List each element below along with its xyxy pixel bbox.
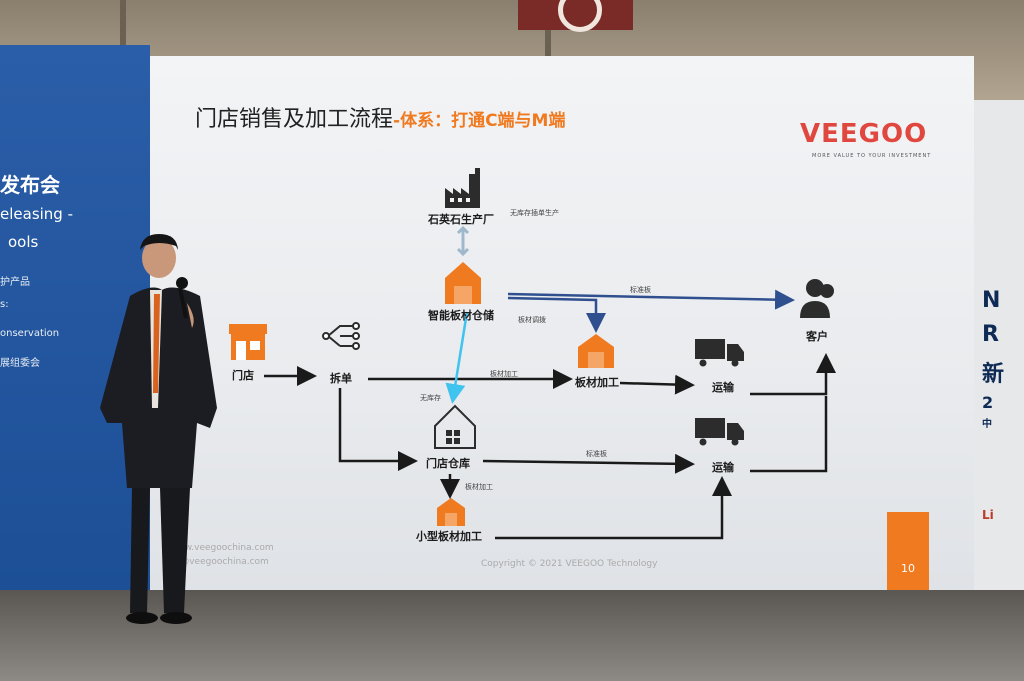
smart-storage-icon (445, 262, 481, 304)
edge-label-standard-board: 标准板 (586, 450, 607, 458)
edge-label-board-processing: 板材加工 (465, 483, 493, 491)
node-factory: 石英石生产厂 (428, 213, 494, 226)
small-processing-icon (437, 498, 465, 526)
right-side-screen: N R 新 2 中 Li (974, 100, 1024, 590)
right-screen-text: 新 (982, 362, 1005, 387)
presentation-slide: 门店销售及加工流程-体系：打通C端与M端 VEEGOO MORE VALUE T… (150, 56, 974, 590)
two-way-arrow-icon (456, 225, 470, 257)
left-screen-heading: 发布会 (0, 173, 60, 197)
left-screen-text: onservation (0, 328, 60, 339)
truck-icon (695, 339, 744, 367)
slide-page-number: 10 (887, 512, 929, 590)
arrow-small-processing-to-transport (495, 476, 732, 540)
slide-copyright: Copyright © 2021 VEEGOO Technology (481, 559, 658, 569)
right-screen-text: 2 (982, 393, 994, 412)
store-icon (229, 324, 267, 360)
slide-title-sub: -体系：打通C端与M端 (393, 111, 566, 131)
arrow-processing-to-transport (619, 374, 695, 395)
customer-icon (800, 279, 834, 318)
veegoo-logo: VEEGOO (800, 119, 928, 149)
slide-title-main: 门店销售及加工流程 (195, 107, 394, 132)
processing-icon (578, 334, 614, 368)
edge-label-no-stock: 无库存 (420, 394, 441, 402)
arrow-storage-to-customer (507, 289, 795, 310)
presenter (100, 234, 217, 624)
left-screen-text: eleasing - (0, 205, 74, 223)
footer-website: www.veegoochina.com (170, 543, 274, 553)
node-processing: 板材加工 (575, 376, 619, 389)
left-screen-text: s: (0, 299, 9, 310)
arrow-split-to-warehouse (338, 388, 418, 471)
flow-diagram (229, 168, 836, 540)
arrow-transport1-to-customer (750, 353, 836, 396)
factory-icon (445, 168, 480, 208)
arrow-transport2-to-customer (750, 396, 828, 473)
logo-tagline: MORE VALUE TO YOUR INVESTMENT (812, 153, 932, 159)
truck-icon (695, 418, 744, 446)
arrow-warehouse-to-transport (482, 453, 695, 474)
right-screen-text: Li (982, 508, 994, 522)
wall-sign (518, 0, 633, 32)
slide-title: 门店销售及加工流程-体系：打通C端与M端 (195, 101, 565, 133)
edge-label-board-processing: 板材加工 (490, 370, 518, 378)
arrow-storage-to-warehouse (445, 311, 469, 404)
node-customer: 客户 (806, 330, 828, 343)
left-screen-text: 展组委会 (0, 358, 40, 369)
node-small-processing: 小型板材加工 (416, 530, 482, 543)
node-smart-storage: 智能板材仓储 (428, 309, 494, 322)
node-store: 门店 (232, 369, 254, 382)
edge-label-board-transfer: 板材调拨 (518, 316, 546, 324)
split-order-icon (322, 322, 360, 350)
footer-email: es@veegoochina.com (170, 557, 269, 567)
left-screen-text: 护产品 (0, 277, 30, 288)
edge-label-standard-board: 标准板 (630, 286, 651, 294)
node-transport-2: 运输 (712, 461, 734, 474)
edge-label-no-stock-insert: 无库存插单生产 (510, 209, 559, 217)
left-screen-text: ools (8, 233, 39, 251)
node-split-order: 拆单 (330, 372, 352, 385)
store-warehouse-icon (434, 404, 476, 449)
node-store-warehouse: 门店仓库 (426, 457, 470, 470)
right-screen-text: N (982, 288, 1001, 313)
arrow-storage-to-processing (507, 296, 606, 333)
right-screen-text: R (982, 322, 999, 347)
node-transport-1: 运输 (712, 381, 734, 394)
right-screen-text: 中 (982, 419, 992, 430)
